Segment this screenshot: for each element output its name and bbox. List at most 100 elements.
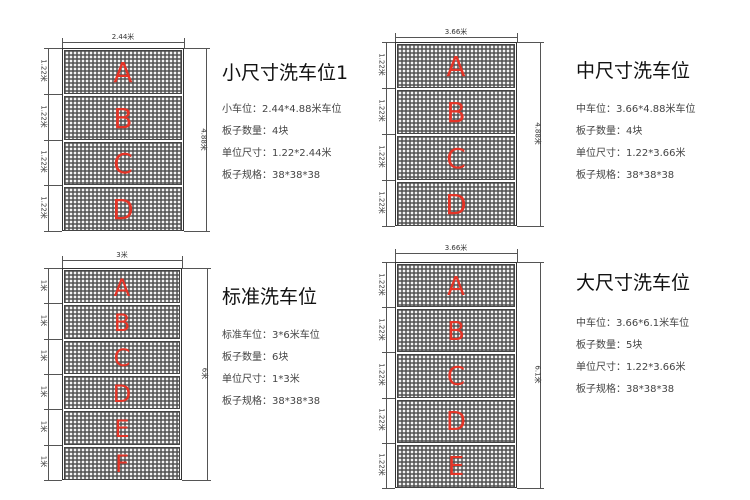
plate-dimension-tick (382, 134, 395, 135)
plate-dimension-label: 1米 (39, 350, 48, 362)
panel-title: 标准洗车位 (222, 286, 318, 308)
side-dimension-line (207, 268, 208, 480)
plate-dimension-tick (44, 185, 62, 187)
side-dimension-label: 4.88米 (533, 122, 542, 145)
plate-dimension-tick (44, 409, 62, 411)
plate-dimension-label: 1.22米 (39, 150, 48, 174)
plate-dimension-tick (44, 444, 62, 446)
plate-dimension-label: 1.22米 (39, 104, 48, 128)
spec-line: 单位尺寸：1.22*3.66米 (576, 148, 686, 159)
grate-plate: B (397, 309, 515, 353)
panel-title: 中尺寸洗车位 (576, 60, 691, 82)
side-dimension-tick (182, 268, 211, 269)
grate-plate: B (397, 90, 515, 134)
grate-plate: F (64, 446, 180, 480)
side-dimension-line (540, 262, 541, 488)
plate-dimension-tick (382, 397, 395, 399)
plate-dimension-label: 1.22米 (377, 191, 386, 214)
plate-letter: A (113, 55, 133, 89)
plate-dimension-tick (382, 42, 395, 43)
plate-letter: D (112, 379, 132, 408)
plate-dimension-label: 1米 (39, 385, 48, 397)
plate-dimension-tick (44, 93, 62, 95)
top-dimension-tick (517, 33, 518, 42)
grate-plate: E (397, 444, 515, 488)
side-dimension-tick (517, 262, 544, 263)
top-dimension-tick (395, 249, 396, 262)
spec-line: 板子数量：4块 (576, 126, 643, 137)
plate-letter: A (447, 271, 465, 302)
top-dimension-tick (395, 33, 396, 42)
plate-letter: B (113, 101, 133, 135)
plate-dimension-tick (44, 268, 62, 269)
plate-letter: C (446, 361, 466, 392)
top-dimension-tick (62, 256, 63, 268)
plate-dimension-label: 1.22米 (377, 99, 386, 122)
plate-dimension-label: 1.22米 (377, 453, 386, 477)
plate-dimension-label: 1.22米 (377, 145, 386, 168)
plate-dimension-tick (382, 226, 395, 227)
plate-letter: C (113, 344, 131, 373)
top-dimension-label: 3.66米 (444, 244, 468, 252)
side-dimension-tick (517, 488, 544, 489)
grate-plate: A (397, 264, 515, 308)
grate-plate: D (397, 399, 515, 443)
top-dimension-label: 3.66米 (444, 28, 468, 36)
top-dimension-tick (184, 38, 185, 48)
top-dimension-line (395, 253, 517, 254)
spec-line: 单位尺寸：1.22*3.66米 (576, 362, 686, 373)
plate-dimension-label: 1米 (39, 456, 48, 468)
plate-dimension-tick (44, 303, 62, 305)
side-dimension-tick (517, 226, 544, 227)
plate-dimension-label: 1.22米 (377, 272, 386, 296)
grate-plate: C (64, 141, 182, 186)
plate-letter: C (446, 142, 466, 175)
plate-dimension-tick (382, 352, 395, 354)
grate-plate: A (64, 270, 180, 304)
plate-letter: D (112, 193, 134, 227)
grate-plate: E (64, 411, 180, 445)
plate-dimension-label: 1.22米 (39, 196, 48, 219)
side-dimension-line (206, 48, 207, 231)
spec-line: 中车位：3.66*4.88米车位 (576, 104, 696, 115)
grate-plate: C (397, 354, 515, 398)
side-dimension-label: 4.88米 (199, 127, 208, 151)
grate-plate: D (64, 187, 182, 231)
plate-dimension-tick (44, 480, 62, 481)
plate-letter: B (446, 96, 466, 129)
side-dimension-tick (184, 231, 210, 232)
panel-title: 小尺寸洗车位1 (222, 62, 349, 84)
plate-dimension-label: 1.22米 (377, 363, 386, 386)
side-dimension-label: 6米 (200, 367, 209, 380)
plate-letter: B (447, 316, 465, 347)
plate-dimension-tick (382, 442, 395, 444)
side-dimension-label: 6.1米 (533, 365, 542, 384)
grate-plate: D (397, 182, 515, 226)
grate-plate: D (64, 376, 180, 410)
grate-plate: C (64, 340, 180, 374)
grate-plate: A (397, 44, 515, 88)
grate-plate: C (397, 136, 515, 180)
plate-dimension-tick (44, 338, 62, 340)
plate-dimension-label: 1.22米 (377, 318, 386, 341)
top-dimension-line (395, 37, 517, 38)
spec-line: 板子规格：38*38*38 (222, 396, 321, 407)
top-dimension-tick (517, 249, 518, 262)
side-dimension-line (540, 42, 541, 226)
spec-line: 标准车位：3*6米车位 (222, 330, 320, 341)
plate-dimension-tick (382, 262, 395, 263)
grate-plate: B (64, 305, 180, 339)
plate-dimension-tick (382, 307, 395, 309)
spec-line: 中车位：3.66*6.1米车位 (576, 318, 690, 329)
top-dimension-label: 3米 (116, 251, 128, 259)
plate-letter: A (446, 50, 466, 83)
plate-dimension-label: 1米 (39, 420, 48, 433)
spec-line: 板子规格：38*38*38 (222, 170, 321, 181)
panel-title: 大尺寸洗车位 (576, 272, 691, 294)
plate-letter: E (114, 414, 130, 443)
plate-dimension-label: 1.22米 (377, 408, 386, 431)
plate-dimension-tick (44, 48, 62, 49)
